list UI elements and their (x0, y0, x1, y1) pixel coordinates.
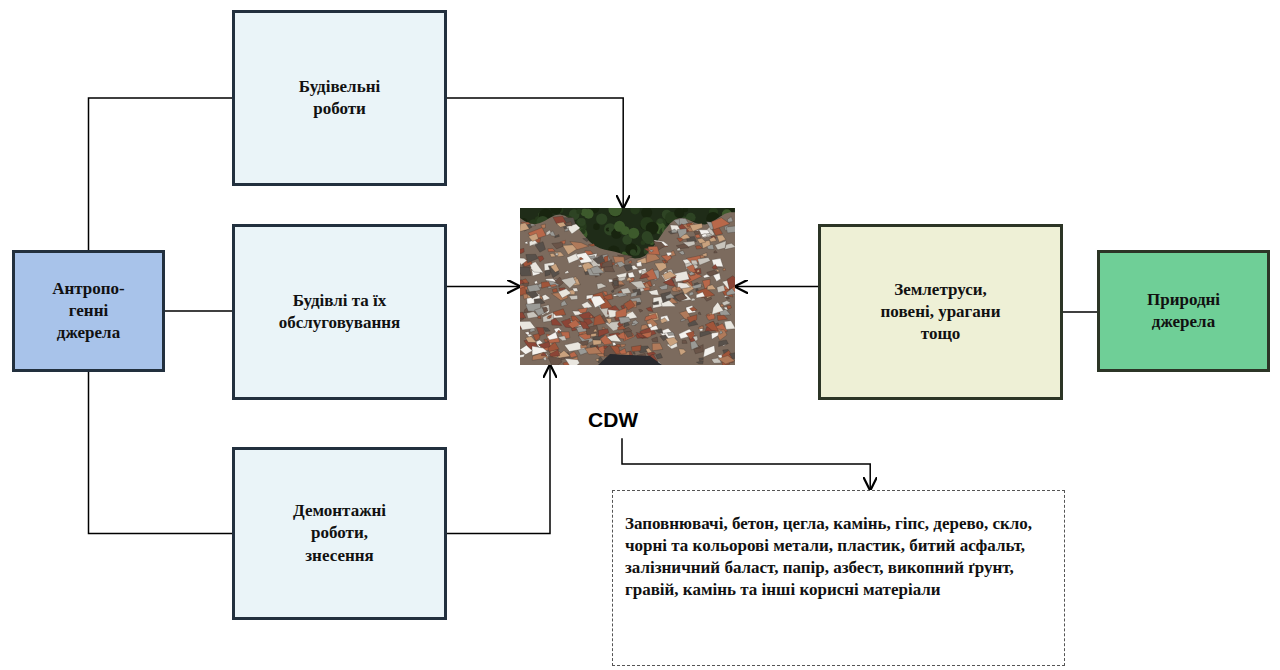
debris-photo (520, 208, 735, 365)
connector (1063, 311, 1097, 313)
box-label: Землетруси, повені, урагани тощо (878, 279, 1003, 345)
box-label: Природні джерела (1134, 289, 1234, 333)
connector (89, 98, 233, 250)
connector (622, 438, 870, 490)
box-label: Заповнювачі, бетон, цегла, камінь, гіпс,… (625, 513, 1050, 601)
hazard-box: Землетруси, повені, урагани тощо (818, 224, 1063, 400)
anthropogenic-source-box: Антропо- генні джерела (12, 250, 165, 372)
process-box: Демонтажні роботи, знесення (232, 447, 447, 620)
box-label: Будівельні роботи (280, 76, 400, 120)
connector (447, 98, 623, 208)
process-box: Будівлі та їх обслуговування (232, 224, 447, 400)
box-label: Демонтажні роботи, знесення (282, 500, 397, 566)
box-label: Будівлі та їх обслуговування (265, 290, 415, 334)
photo-caption: CDW (588, 407, 638, 432)
rubble-pile (520, 208, 735, 365)
connector (89, 372, 233, 534)
materials-list-box: Заповнювачі, бетон, цегла, камінь, гіпс,… (612, 490, 1065, 666)
natural-source-box: Природні джерела (1097, 250, 1270, 372)
connector (165, 310, 232, 312)
process-box: Будівельні роботи (232, 10, 447, 186)
box-label: Антропо- генні джерела (39, 278, 139, 344)
debris-photo-frame: CDW (520, 208, 735, 365)
connector (735, 286, 818, 288)
connector (447, 365, 550, 534)
connector (447, 286, 520, 288)
